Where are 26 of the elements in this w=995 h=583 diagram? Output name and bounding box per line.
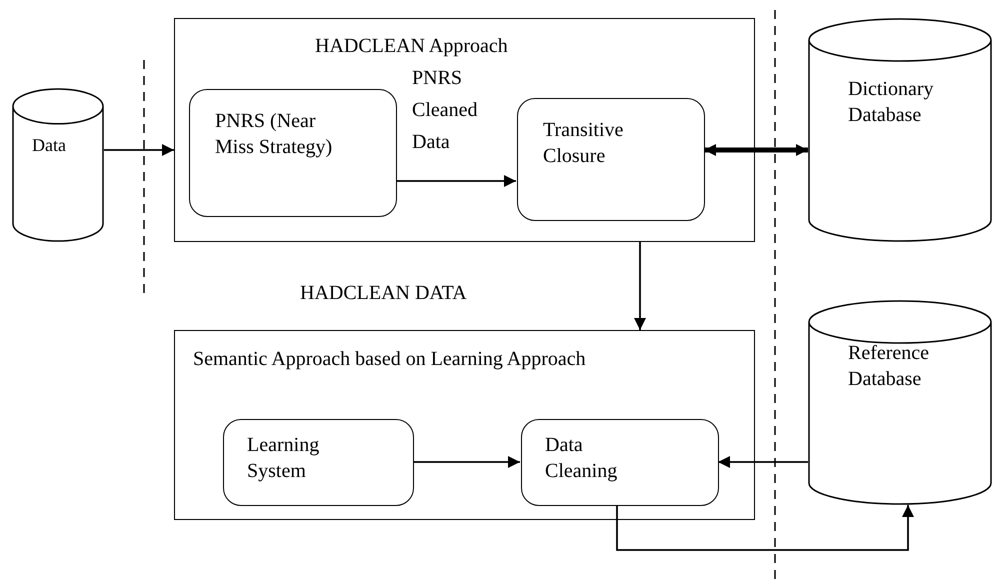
process-box [517,98,705,221]
node-label: Dictionary Database [848,77,935,128]
arrow [616,505,914,551]
process-box [223,419,414,506]
arrow [396,175,516,187]
process-box [189,89,397,217]
node-label: PNRS (Near Miss Strategy) [215,109,334,160]
flow-label: HADCLEAN DATA [300,282,467,305]
node-label: Learning System [247,433,320,484]
node-label: Data Cleaning [545,433,618,484]
arrow [634,242,646,330]
node-label: Reference Database [848,341,930,392]
arrow [413,456,520,468]
group-title: Semantic Approach based on Learning Approach [193,347,587,372]
arrow [704,144,808,156]
arrow [104,144,174,156]
group-box [174,18,755,242]
node-label: Data [32,134,67,157]
process-box [521,419,719,506]
database-cylinder [12,88,104,242]
database-cylinder [808,18,992,242]
node-label: Transitive Closure [543,118,624,169]
group-box [174,330,755,520]
database-cylinder [808,300,992,505]
arrow [718,456,808,468]
group-title: HADCLEAN Approach [315,34,509,59]
